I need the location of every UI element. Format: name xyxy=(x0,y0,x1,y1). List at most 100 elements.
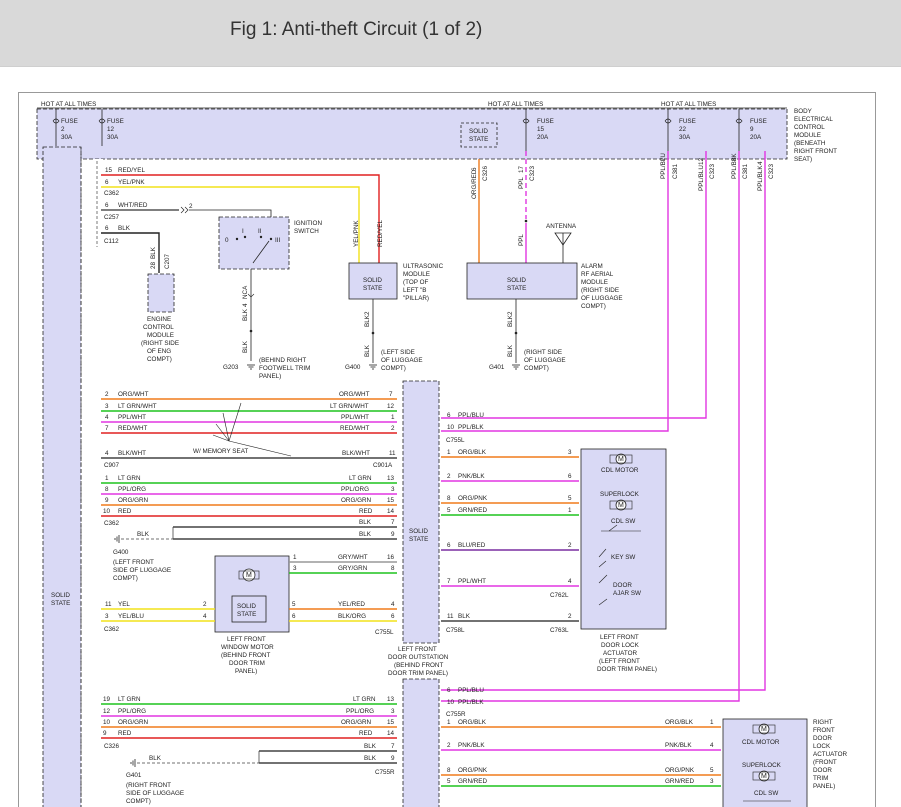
svg-text:2: 2 xyxy=(189,203,193,210)
lock-row-org-pnk: 8 ORG/PNK 5 xyxy=(441,495,579,504)
svg-text:(BEHIND FRONT: (BEHIND FRONT xyxy=(394,662,443,669)
svg-text:COMPT): COMPT) xyxy=(524,365,549,372)
svg-text:7: 7 xyxy=(389,391,393,398)
svg-text:LT GRN: LT GRN xyxy=(353,696,376,703)
lf-blk-rows: BLK 7 BLK 9 xyxy=(172,519,397,540)
svg-text:YEL/PNK: YEL/PNK xyxy=(353,220,360,247)
hot-label-2: HOT AT ALL TIMES xyxy=(488,101,543,108)
ignition-positions: 0 I II III xyxy=(225,228,280,264)
svg-text:4: 4 xyxy=(757,161,764,165)
svg-text:C907: C907 xyxy=(104,462,120,469)
svg-text:17: 17 xyxy=(518,165,525,173)
svg-text:10: 10 xyxy=(447,699,455,706)
svg-text:5: 5 xyxy=(447,507,451,514)
conn-c362-a: C362 xyxy=(104,190,120,197)
left-module-l1: SOLID xyxy=(51,592,70,599)
svg-text:(LEFT FRONT: (LEFT FRONT xyxy=(599,658,640,665)
svg-text:YEL: YEL xyxy=(118,601,130,608)
svg-text:13: 13 xyxy=(387,696,395,703)
lf-cdl-motor: M CDL MOTOR xyxy=(601,453,639,474)
svg-text:15: 15 xyxy=(105,167,113,174)
fuse-15: FUSE 15 20A xyxy=(522,109,554,151)
svg-text:(LEFT FRONT: (LEFT FRONT xyxy=(113,559,154,566)
svg-text:RED/YEL: RED/YEL xyxy=(377,220,384,247)
fuse-9-amp: 20A xyxy=(750,134,762,141)
fuse-icon xyxy=(735,118,743,124)
svg-text:FRONT: FRONT xyxy=(813,727,835,734)
alarm-wires: ORG/RED 6 C326 PPL 17 C323 PPL xyxy=(471,151,536,263)
fuse-12: FUSE 12 30A xyxy=(98,109,124,146)
left-solid-state-module xyxy=(42,146,82,807)
svg-text:WINDOW MOTOR: WINDOW MOTOR xyxy=(221,644,274,651)
svg-text:BLK: BLK xyxy=(150,246,157,259)
svg-text:PPL/ORG: PPL/ORG xyxy=(118,486,146,493)
wiring-diagram: HOT AT ALL TIMES HOT AT ALL TIMES HOT AT… xyxy=(18,92,876,807)
ground-g400-b: BLK G400 (LEFT FRONT SIDE OF LUGGAGE COM… xyxy=(113,531,173,582)
svg-text:6: 6 xyxy=(292,613,296,620)
svg-text:AJAR SW: AJAR SW xyxy=(613,590,641,597)
svg-text:PNK/BLK: PNK/BLK xyxy=(665,742,692,749)
svg-text:CONTROL: CONTROL xyxy=(794,124,825,131)
svg-text:(LEFT SIDE: (LEFT SIDE xyxy=(381,349,415,356)
svg-text:MODULE: MODULE xyxy=(147,332,174,339)
svg-text:RED: RED xyxy=(359,730,373,737)
fuse-22: FUSE 22 30A xyxy=(664,109,696,151)
svg-text:W/ MEMORY SEAT: W/ MEMORY SEAT xyxy=(193,448,248,455)
svg-text:BLK: BLK xyxy=(359,519,372,526)
lf-lock-actuator-label: LEFT FRONT DOOR LOCK ACTUATOR (LEFT FRON… xyxy=(597,634,657,673)
fuse-2-num: 2 xyxy=(61,126,65,133)
fuse-icon xyxy=(52,118,60,124)
svg-text:RIGHT FRONT: RIGHT FRONT xyxy=(794,148,837,155)
svg-text:FOOTWELL TRIM: FOOTWELL TRIM xyxy=(259,365,310,372)
svg-text:6: 6 xyxy=(391,613,395,620)
svg-text:III: III xyxy=(275,237,280,244)
svg-text:3: 3 xyxy=(391,708,395,715)
ground-g401-b: BLK G401 (RIGHT FRONT SIDE OF LUGGAGE CO… xyxy=(126,755,259,805)
svg-text:C901A: C901A xyxy=(373,462,393,469)
conn-c326: C326 xyxy=(104,743,120,750)
svg-text:LEFT FRONT: LEFT FRONT xyxy=(398,646,437,653)
svg-text:RED: RED xyxy=(118,730,132,737)
svg-text:PANEL): PANEL) xyxy=(813,783,835,790)
fuse-2: FUSE 2 30A xyxy=(52,109,78,146)
svg-text:1: 1 xyxy=(568,507,572,514)
svg-text:MODULE: MODULE xyxy=(581,279,608,286)
svg-text:CDL SW: CDL SW xyxy=(611,518,635,525)
svg-text:4: 4 xyxy=(391,601,395,608)
svg-text:"PILLAR): "PILLAR) xyxy=(403,295,429,302)
svg-text:ORG/RED: ORG/RED xyxy=(471,169,478,199)
alarm-box-l2: STATE xyxy=(507,285,526,292)
svg-text:ORG/PNK: ORG/PNK xyxy=(458,495,488,502)
conn-c112: C112 xyxy=(104,238,119,245)
svg-text:5: 5 xyxy=(568,495,572,502)
svg-text:4: 4 xyxy=(568,578,572,585)
svg-text:OF LUGGAGE: OF LUGGAGE xyxy=(524,357,566,364)
lf-cdl-sw: CDL SW xyxy=(601,518,641,532)
fuse-2-amp: 30A xyxy=(61,134,73,141)
svg-text:1: 1 xyxy=(105,475,109,482)
svg-text:G400: G400 xyxy=(113,549,129,556)
svg-text:14: 14 xyxy=(387,730,395,737)
ultrasonic-box-l2: STATE xyxy=(363,285,382,292)
svg-text:4: 4 xyxy=(710,742,714,749)
conn-c362-c: C362 xyxy=(104,626,120,633)
svg-text:2: 2 xyxy=(105,391,109,398)
svg-text:12: 12 xyxy=(387,403,395,410)
svg-text:BLK: BLK xyxy=(364,743,377,750)
svg-text:PPL/BLU: PPL/BLU xyxy=(458,687,484,694)
memory-seat-note: W/ MEMORY SEAT xyxy=(193,402,292,457)
svg-text:SIDE OF LUGGAGE: SIDE OF LUGGAGE xyxy=(126,790,184,797)
svg-text:10: 10 xyxy=(447,424,455,431)
hot-label-1: HOT AT ALL TIMES xyxy=(41,101,96,108)
svg-text:PPL: PPL xyxy=(518,177,525,189)
svg-text:NCA: NCA xyxy=(242,285,249,299)
figure-title: Fig 1: Anti-theft Circuit (1 of 2) xyxy=(230,19,483,40)
bem-module-box xyxy=(36,108,788,160)
svg-text:M: M xyxy=(618,456,624,463)
svg-text:BLK: BLK xyxy=(137,531,150,538)
svg-text:2: 2 xyxy=(507,311,514,315)
svg-text:3: 3 xyxy=(710,778,714,785)
lf-superlock: SUPERLOCK M xyxy=(600,491,640,511)
svg-text:1: 1 xyxy=(293,554,297,561)
rf-row-org-grn: 10 ORG/GRN ORG/GRN 15 xyxy=(101,719,397,728)
